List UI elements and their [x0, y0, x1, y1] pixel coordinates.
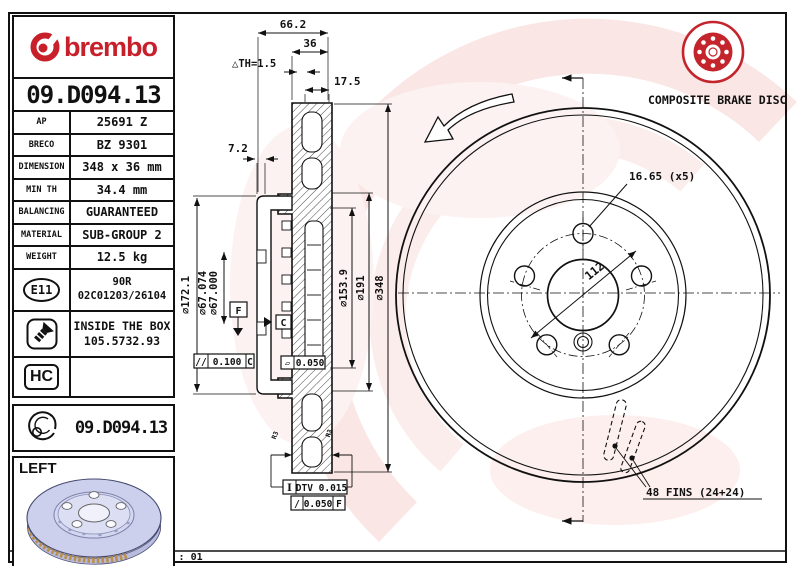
svg-text:0.050: 0.050: [296, 358, 325, 369]
disc-part-row: 09.D094.13: [12, 403, 175, 452]
svg-text:▱: ▱: [285, 359, 291, 369]
dim-width-total: 66.2: [280, 18, 307, 31]
vent-slots: [301, 111, 324, 468]
dtv-bracket: [270, 452, 353, 488]
dim-band-width: 36: [303, 37, 317, 50]
approval-line1: 90R: [112, 276, 132, 289]
fins-callout: 48 FINS (24+24): [603, 399, 762, 500]
svg-text:48 FINS (24+24): 48 FINS (24+24): [646, 486, 745, 499]
disc-part-number: 09.D094.13: [74, 417, 168, 438]
dim-hat-diameter: ⌀172.1: [180, 276, 192, 314]
parallelism-frame: // 0.100 C: [193, 353, 255, 369]
fin-ticks: [307, 244, 321, 346]
inside-box-row: INSIDE THE BOX 105.5732.93: [14, 309, 173, 356]
composite-title: COMPOSITE BRAKE DISC: [648, 93, 787, 107]
svg-text:I: I: [287, 483, 292, 494]
svg-text:C: C: [280, 318, 286, 329]
dim-offset: 7.2: [228, 142, 248, 155]
runout-frame: / 0.050 F: [290, 495, 346, 511]
inside-box-line2: 105.5732.93: [83, 333, 161, 348]
svg-text:C: C: [247, 357, 253, 368]
dim-r3-left: R3: [270, 430, 280, 440]
spec-row-balancing: BALANCING GUARANTEED: [14, 200, 173, 223]
brembo-logo-icon: [30, 32, 60, 62]
spec-row-breco: BRECO BZ 9301: [14, 132, 173, 155]
spec-row-dimension: DIMENSION 348 x 36 mm: [14, 155, 173, 178]
left-disc-box: LEFT: [12, 455, 175, 566]
left-disc-image: [26, 477, 162, 565]
dim-191: ⌀191: [355, 275, 367, 300]
dim-bore-low: ⌀67.000: [208, 271, 220, 315]
section-arrows: [562, 74, 583, 525]
hat-section: [256, 195, 293, 395]
spec-row-material: MATERIAL SUB-GROUP 2: [14, 222, 173, 245]
datum-c: C: [264, 314, 292, 330]
info-panel: brembo 09.D094.13 AP 25691 Z BRECO BZ 93…: [12, 15, 175, 566]
dim-348: ⌀348: [374, 275, 386, 300]
spec-table: brembo 09.D094.13 AP 25691 Z BRECO BZ 93…: [12, 15, 175, 398]
approval-row: E11 90R 02C01203/26104: [14, 267, 173, 310]
dim-th: △TH=1.5: [232, 58, 276, 70]
dtv-frame: I DTV 0.015: [282, 479, 348, 495]
dim-r3-right: R3: [324, 428, 334, 438]
dim-plate: 17.5: [334, 75, 361, 88]
brand-header: brembo: [14, 17, 173, 77]
side-label: LEFT: [19, 459, 57, 477]
spec-row-min-th: MIN TH 34.4 mm: [14, 177, 173, 200]
disc-bell-icon: [27, 410, 56, 440]
svg-text://: //: [195, 357, 207, 368]
screw-icon: [26, 318, 57, 349]
svg-text:/: /: [294, 499, 300, 510]
inside-box-line1: INSIDE THE BOX: [73, 319, 171, 334]
bolt-hole-callout: 16.65 (x5): [588, 170, 695, 228]
cross-section-view: 66.2 36 △TH=1.5 17.5 7.2: [180, 18, 392, 511]
spec-row-ap: AP 25691 Z: [14, 110, 173, 133]
svg-text:0.100: 0.100: [213, 357, 242, 368]
brand-wordmark: brembo: [63, 31, 158, 62]
front-view: 112 16.65 (x5) 48 FINS (24+24): [395, 20, 787, 525]
e11-badge-icon: E11: [22, 277, 61, 302]
hc-badge: HC: [23, 363, 60, 390]
datum-f: F: [229, 301, 248, 336]
approval-line2: 02C01203/26104: [77, 289, 167, 302]
svg-text:F: F: [336, 499, 342, 510]
dim-153: ⌀153.9: [338, 269, 350, 307]
svg-text:F: F: [235, 306, 241, 317]
svg-text:0.050: 0.050: [304, 499, 333, 510]
svg-text:16.65 (x5): 16.65 (x5): [629, 170, 695, 183]
svg-text:DTV 0.015: DTV 0.015: [296, 483, 348, 494]
spec-row-weight: WEIGHT 12.5 kg: [14, 245, 173, 268]
composite-disc-icon: [681, 20, 745, 84]
flatness-frame: ▱ 0.050: [280, 355, 326, 370]
rotation-arrow-icon: [423, 93, 515, 143]
part-number: 09.D094.13: [14, 77, 173, 110]
svg-text:112: 112: [582, 259, 607, 283]
hc-row: HC: [14, 355, 173, 396]
dim-bore-high: ⌀67.074: [197, 271, 209, 315]
